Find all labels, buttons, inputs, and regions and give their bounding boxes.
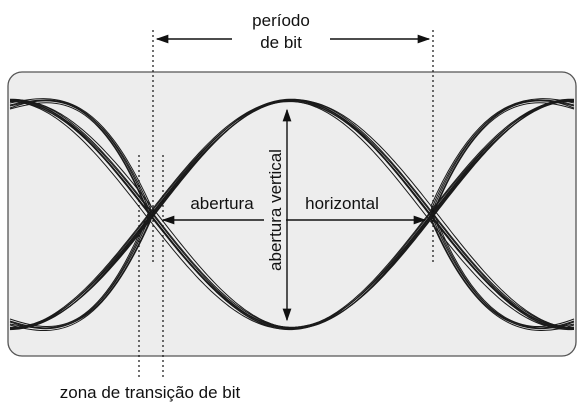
- eye-trace-edge: [9, 102, 152, 221]
- eye-trace-edge: [9, 99, 152, 215]
- eye-trace-edge: [9, 99, 152, 219]
- eye-trace-edge: [430, 213, 575, 329]
- eye-trace-edge: [430, 99, 575, 219]
- vertical-opening-label: abertura vertical: [266, 149, 285, 271]
- eye-trace-rising: [10, 99, 574, 329]
- horizontal-opening-label-left: abertura: [190, 194, 254, 213]
- eye-trace-edge: [430, 98, 575, 207]
- label-bg-horizontal: [292, 192, 392, 214]
- transition-zone-label: zona de transição de bit: [60, 383, 241, 402]
- eye-trace-edge: [9, 219, 152, 331]
- eye-traces: [9, 98, 575, 331]
- eye-trace-edge: [430, 99, 575, 215]
- bit-period-label-line1: período: [252, 11, 310, 30]
- eye-trace-edge: [9, 205, 152, 328]
- eye-trace-edge: [9, 213, 152, 329]
- horizontal-opening-label-right: horizontal: [305, 194, 379, 213]
- label-bg-vertical: [264, 132, 286, 288]
- eye-trace-edge: [430, 217, 575, 329]
- label-bg-abertura: [180, 192, 262, 214]
- eye-trace-falling: [10, 99, 574, 329]
- bit-period-label-line2: de bit: [260, 33, 302, 52]
- eye-trace-edge: [430, 205, 575, 328]
- eye-trace-edge: [9, 217, 152, 329]
- eye-trace-edge: [9, 98, 152, 207]
- eye-trace-edge: [430, 219, 575, 331]
- eye-trace-edge: [430, 102, 575, 221]
